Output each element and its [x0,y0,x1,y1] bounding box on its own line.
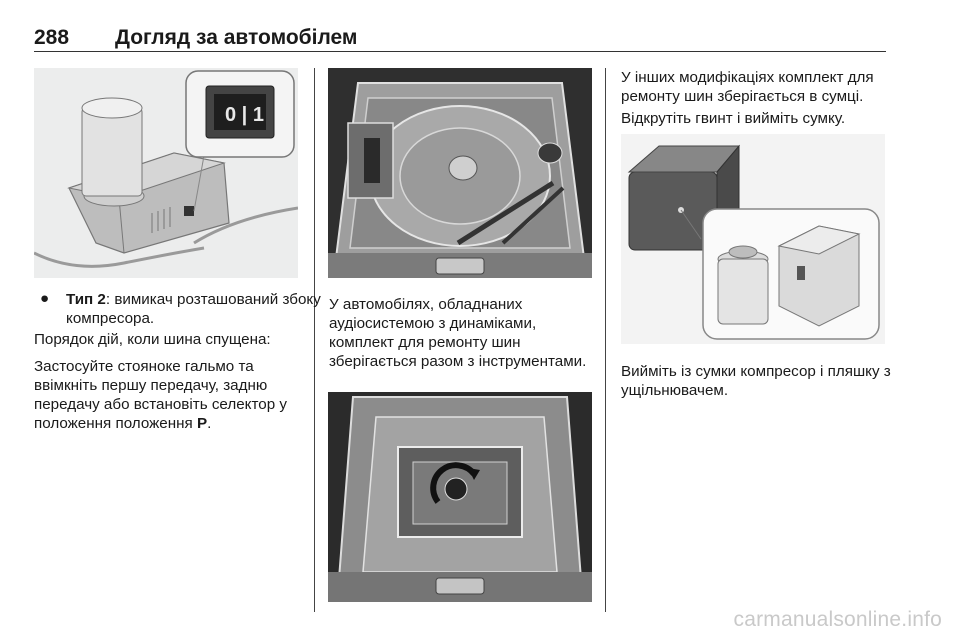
header-divider [34,51,886,52]
repair-kit-bag-illustration [621,134,885,344]
compressor-switch-illustration: 0 | 1 [34,68,298,278]
paragraph-parking-brake: Застосуйте стояноке гальмо та ввімкніть … [34,357,306,433]
bullet-term: Тип 2 [66,291,106,308]
paragraph-remove-compressor: Вийміть із сумки компресор і пляшку з ущ… [621,363,891,399]
trunk-storage-illustration [328,392,592,602]
page-header: 288 Догляд за автомобілем [34,26,884,54]
column-divider-left [314,68,315,612]
paragraph-bag-storage: У інших модифікаціях комплект для ремонт… [621,69,874,105]
trunk-tools-illustration [328,68,592,278]
selector-position-p: P [196,415,208,432]
paragraph-parking-brake-text: Застосуйте стояноке гальмо та ввімкніть … [34,358,287,432]
page-number: 288 [34,26,70,49]
paragraph-unscrew-screw: Відкрутіть гвинт і вийміть сумку. [621,110,846,127]
bullet-text: : вимикач розташований збоку компресора. [66,291,321,327]
section-title: Догляд за автомобілем [115,26,358,49]
paragraph-audio-vehicles: У автомобілях, обладнаних аудіосистемою … [329,296,587,370]
paragraph-flat-tire: Порядок дій, коли шина спущена: [34,331,271,348]
column-divider-right [605,68,606,612]
bullet-marker: ● [40,290,50,307]
watermark: carmanualsonline.info [733,608,942,631]
paragraph-end: . [207,415,212,432]
switch-position-glyph: 0 | 1 [225,104,264,126]
